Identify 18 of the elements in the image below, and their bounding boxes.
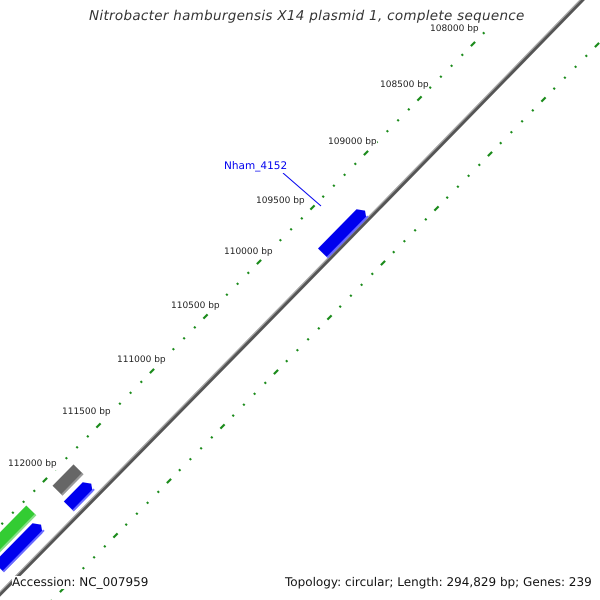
tick-label: 109500 bp [256,197,305,207]
tick-label: 112000 bp [8,460,57,470]
tick-label: 111500 bp [62,408,111,418]
gene-feature [0,505,36,555]
gene-feature [0,523,45,572]
leader-line [282,172,322,206]
gene-label: Nham_4152 [224,161,288,173]
gene-feature [64,482,95,512]
tick-label: 111000 bp [117,356,166,366]
tick-label: 110000 bp [224,248,273,258]
map-title: Nitrobacter hamburgensis X14 plasmid 1, complete sequence [89,9,525,24]
tick-label: 109000 bp [328,138,377,148]
gene-feature [318,209,369,258]
tick-label: 108000 bp [430,25,479,35]
info-text: Topology: circular; Length: 294,829 bp; Genes: 239 [285,576,592,590]
info-text: Accession: NC_007959 [12,576,148,590]
tick-label: 110500 bp [171,302,220,312]
tick-label: 108500 bp [380,81,429,91]
